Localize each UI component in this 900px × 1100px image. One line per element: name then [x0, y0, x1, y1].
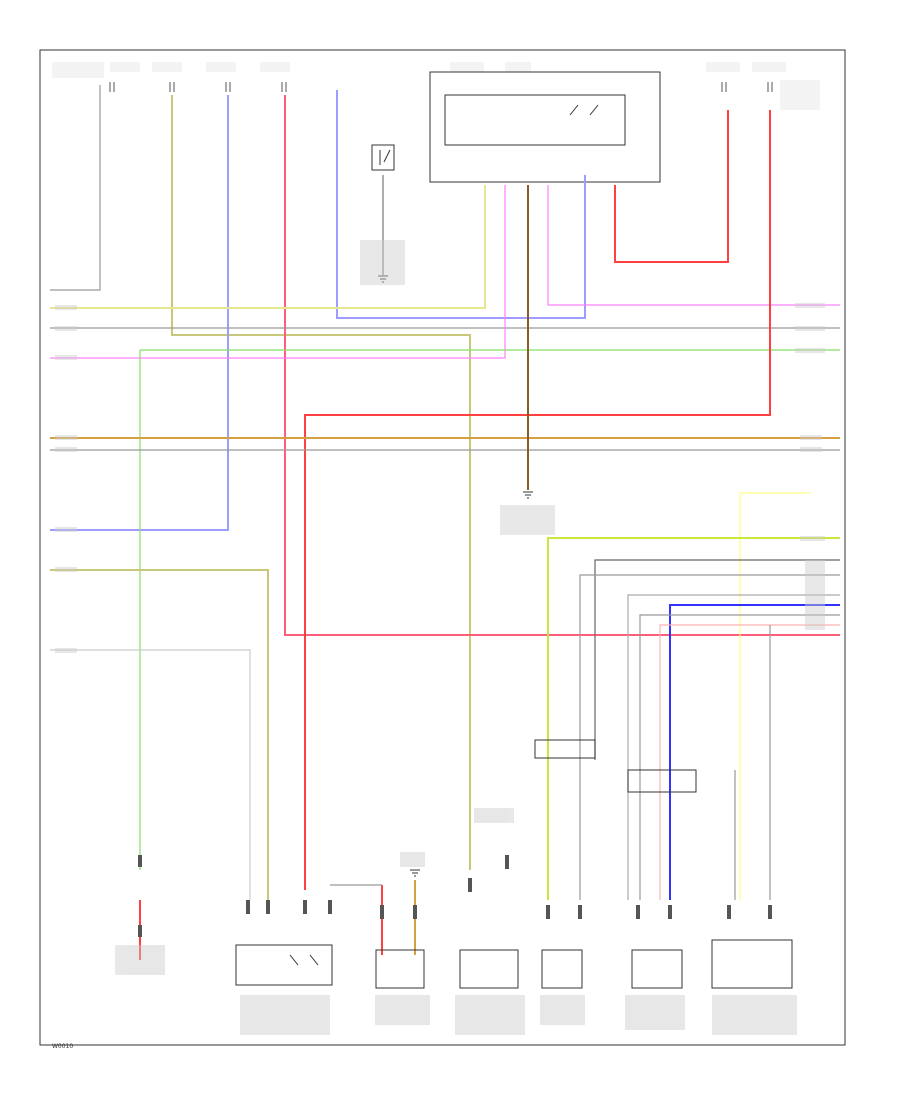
diagram-code: W0010: [52, 1043, 74, 1050]
control-module-box: [429, 71, 661, 183]
wire-lightpink-right: [659, 624, 840, 900]
component-box-1: [235, 944, 333, 986]
component-box-5: [631, 949, 683, 989]
fuse-symbols: [109, 82, 773, 92]
wire-gray-right: [579, 574, 840, 900]
wire-purple-2: [336, 90, 586, 319]
component-box-4: [541, 949, 583, 989]
bus-yellow: [50, 185, 486, 309]
wire-gray-left: [50, 85, 101, 291]
ground-relay-box: [371, 144, 395, 171]
resistor-box-2: [627, 769, 697, 793]
ground-symbol-2: [523, 491, 533, 499]
wire-olive-2: [50, 569, 269, 900]
wire-lightgray: [50, 649, 251, 900]
bus-pink-right: [547, 185, 840, 306]
bottom-components: [235, 939, 793, 989]
wire-lime-right: [547, 537, 840, 900]
wire-blue-right: [669, 604, 840, 900]
bus-red: [304, 110, 771, 890]
wire-red-loop: [614, 110, 729, 263]
component-box-2: [375, 949, 425, 989]
ground-relay-switch: [379, 149, 391, 165]
wire-darkgray-right: [594, 559, 840, 760]
bus-lightgreen: [139, 349, 840, 870]
label-placeholders: [55, 240, 825, 1035]
wire-gray-right-3: [639, 614, 840, 900]
wire-red-1: [284, 95, 840, 636]
wire-lightyellow-right: [739, 492, 810, 900]
control-module-inner: [444, 94, 626, 146]
wire-purple-1: [50, 95, 229, 531]
resistor-box-1: [534, 739, 596, 759]
wire-olive-1: [171, 95, 471, 870]
wire-gray-sensor: [734, 625, 771, 900]
relay-switch-contacts: [569, 104, 599, 116]
top-power-sources: [52, 62, 820, 110]
diagram-frame: [39, 49, 846, 1046]
connector-pins: [138, 855, 772, 937]
ground-symbol-1: [378, 275, 388, 283]
bus-pink: [50, 185, 506, 359]
wire-gray-right-2: [627, 594, 840, 900]
ground-symbol-3: [410, 869, 420, 877]
component-box-3: [459, 949, 519, 989]
component-box-6: [711, 939, 793, 989]
